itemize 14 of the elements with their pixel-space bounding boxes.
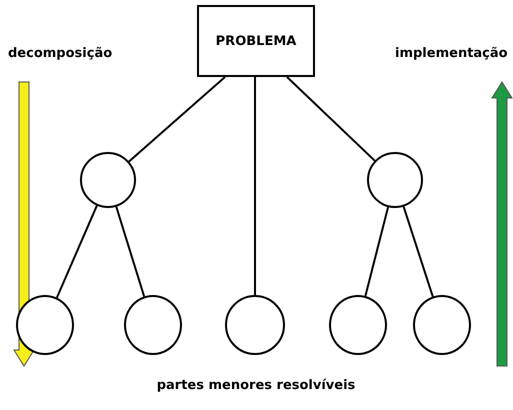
node-circle: [80, 152, 136, 208]
node-circle: [16, 295, 74, 355]
connector-line: [254, 77, 256, 295]
connector-line: [56, 205, 98, 298]
caption-text: partes menores resolvíveis: [156, 378, 356, 393]
connector-line: [115, 206, 146, 297]
caption-text: implementação: [395, 46, 508, 61]
connector-line: [128, 76, 226, 162]
connector-line: [364, 206, 390, 296]
problem-box: [197, 5, 315, 77]
connector-line: [402, 206, 434, 297]
connector-line: [286, 76, 376, 162]
node-label: PROBLEMA: [216, 34, 296, 48]
caption-text: decomposição: [8, 46, 112, 61]
